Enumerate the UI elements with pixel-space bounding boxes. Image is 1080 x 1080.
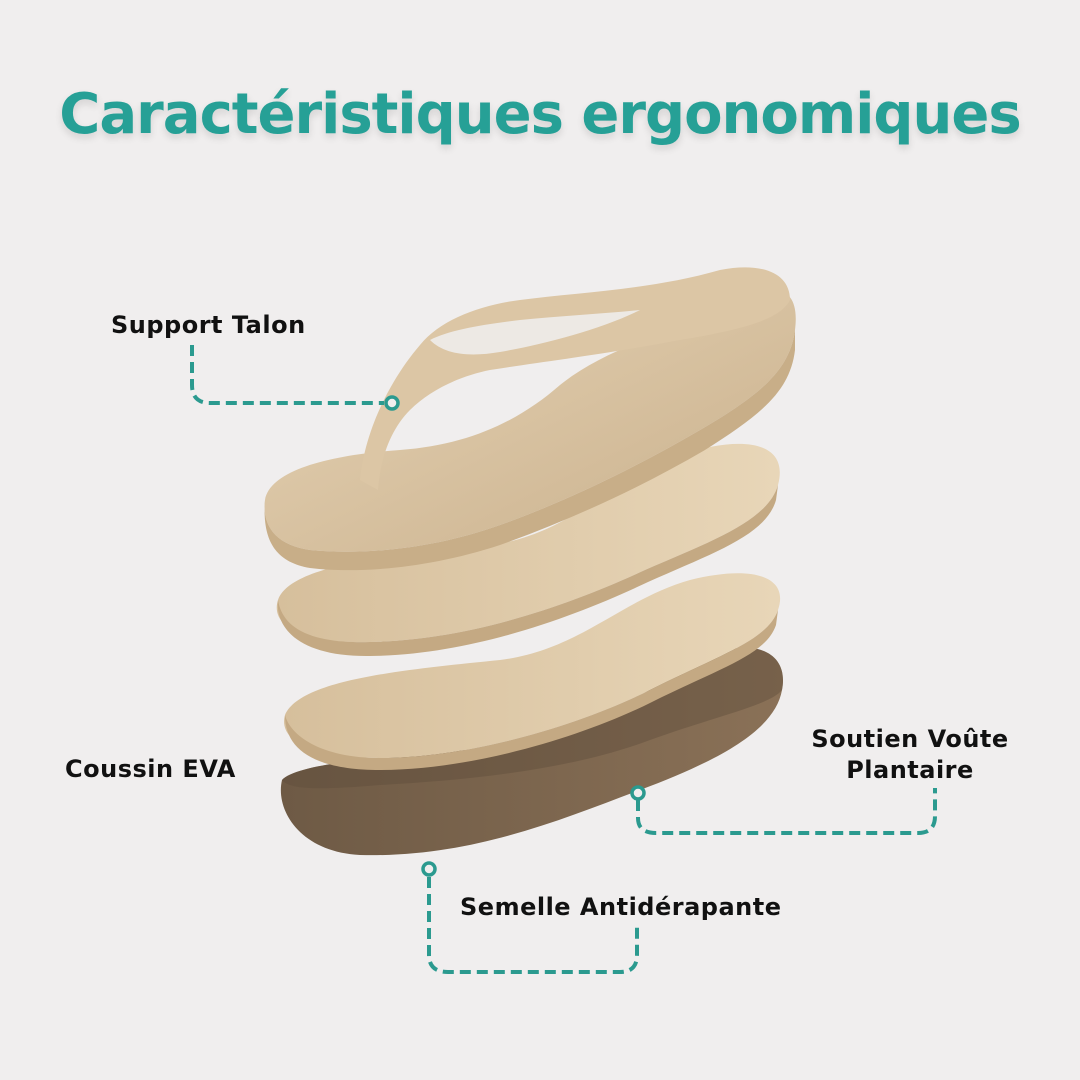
connector-support-talon (190, 345, 384, 405)
connector-soutien-voute (636, 788, 937, 835)
label-soutien-voute-line1: Soutien Voûte (811, 725, 1009, 753)
anchor-dot-semelle (421, 861, 437, 877)
label-support-talon: Support Talon (111, 311, 306, 339)
label-coussin-eva: Coussin EVA (65, 755, 236, 783)
connector-semelle (427, 877, 639, 974)
anchor-dot-talon (384, 395, 400, 411)
label-semelle-antiderapante: Semelle Antidérapante (460, 893, 782, 921)
label-soutien-voute-line2: Plantaire (846, 756, 974, 784)
eva-cushion-layer (284, 573, 781, 770)
label-soutien-voute: Soutien Voûte Plantaire (790, 724, 1030, 786)
anchor-dot-voute (630, 785, 646, 801)
arch-support-layer (276, 443, 780, 657)
flip-flop-top (264, 267, 796, 571)
page-title: Caractéristiques ergonomiques (59, 82, 1021, 147)
